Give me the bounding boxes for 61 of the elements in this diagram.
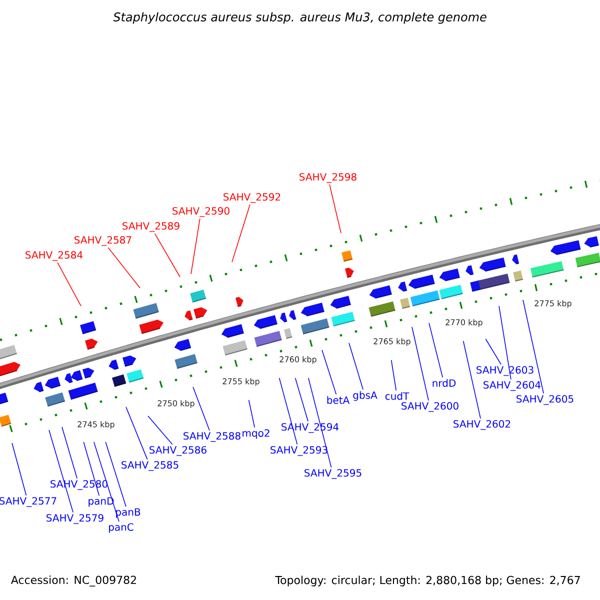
gene-label: SAHV_2602 bbox=[454, 420, 510, 430]
leader-line bbox=[12, 442, 27, 496]
gene-label: SAHV_2585 bbox=[122, 461, 178, 471]
gene-label: cudT bbox=[385, 392, 410, 400]
leader-line bbox=[62, 426, 78, 479]
gene-label: SAHV_2600 bbox=[402, 402, 458, 412]
scale-label: 2755 kbp bbox=[222, 378, 260, 386]
gene-label: SAHV_2592 bbox=[224, 193, 280, 203]
leader-line bbox=[108, 247, 140, 288]
scale-label: 2760 kbp bbox=[280, 356, 316, 364]
footer-text: Topology: circular; Length: 2,880,168 bp; Genes: 2,767 bbox=[275, 576, 580, 586]
title: Staphylococcus aureus subsp. aureus Mu3, complete genome bbox=[113, 12, 486, 24]
leader-line bbox=[94, 442, 120, 522]
gene-label: SAHV_2598 bbox=[300, 173, 356, 183]
gene-label: SAHV_2590 bbox=[172, 207, 230, 217]
leader-line bbox=[190, 218, 200, 274]
scale-label: 2765 kbp bbox=[374, 338, 410, 346]
leader-line bbox=[126, 406, 148, 460]
leader-line bbox=[148, 416, 173, 445]
leader-line bbox=[232, 204, 250, 262]
scale-label: 2745 kbp bbox=[78, 421, 114, 429]
leader-line bbox=[105, 442, 126, 508]
leader-line bbox=[322, 350, 337, 395]
gene-label: nrdD bbox=[432, 379, 456, 387]
gene-label: SAHV_2604 bbox=[484, 381, 541, 391]
footer-text: Accession: NC_009782 bbox=[10, 576, 136, 586]
gene-label: betA bbox=[327, 396, 350, 404]
leader-line bbox=[278, 378, 298, 445]
scale-label: 2750 kbp bbox=[158, 400, 194, 408]
leader-line bbox=[192, 386, 210, 431]
leader-line bbox=[248, 400, 256, 428]
gene-label: SAHV_2584 bbox=[26, 251, 83, 261]
gene-label: SAHV_2577 bbox=[0, 497, 56, 507]
gene-label: mqo2 bbox=[242, 429, 270, 439]
leader-line bbox=[522, 300, 544, 394]
leader-line bbox=[348, 342, 364, 390]
leader-line bbox=[390, 360, 397, 391]
scale-label: 2775 kbp bbox=[534, 300, 572, 308]
leader-line bbox=[428, 322, 444, 378]
gene-label: SAHV_2579 bbox=[46, 514, 104, 524]
leader-line bbox=[412, 326, 429, 401]
gene-label: SAHV_2586 bbox=[150, 446, 206, 456]
gene-label: gbsA bbox=[353, 391, 378, 401]
leader-line bbox=[48, 430, 74, 513]
leader-line bbox=[462, 340, 481, 419]
gene-label: SAHV_2605 bbox=[516, 395, 574, 405]
leader-line bbox=[498, 306, 512, 380]
leader-line bbox=[485, 338, 502, 365]
gene-label: SAHV_2589 bbox=[122, 222, 180, 232]
gene-label: SAHV_2588 bbox=[184, 432, 240, 442]
gene-label: SAHV_2593 bbox=[270, 446, 328, 456]
leader-line bbox=[83, 442, 100, 496]
leader-line bbox=[57, 262, 82, 306]
leader-line bbox=[294, 378, 308, 422]
leader-line bbox=[308, 378, 332, 468]
scale-label: 2770 kbp bbox=[446, 319, 482, 327]
leader-line bbox=[329, 184, 342, 234]
gene-label: SAHV_2595 bbox=[304, 469, 362, 479]
gene-label: SAHV_2587 bbox=[74, 236, 132, 246]
gene-label: panC bbox=[109, 523, 134, 533]
leader-line bbox=[154, 233, 180, 278]
